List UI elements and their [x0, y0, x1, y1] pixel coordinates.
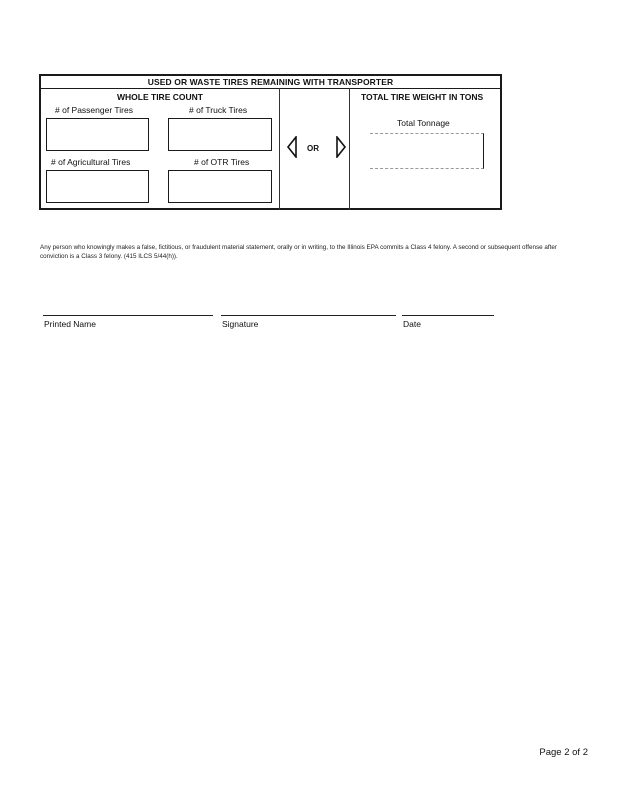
total-weight-title: TOTAL TIRE WEIGHT IN TONS — [361, 92, 484, 102]
agricultural-tires-label: # of Agricultural Tires — [51, 157, 131, 167]
divider-right — [349, 88, 350, 210]
total-tonnage-label: Total Tonnage — [397, 118, 450, 128]
legal-notice: Any person who knowingly makes a false, … — [40, 244, 557, 260]
truck-tires-label: # of Truck Tires — [189, 105, 248, 115]
printed-name-label: Printed Name — [44, 319, 96, 329]
tire-count-form: USED OR WASTE TIRES REMAINING WITH TRANS… — [39, 74, 502, 210]
agricultural-tires-field[interactable] — [46, 170, 149, 203]
total-tonnage-field[interactable] — [370, 133, 484, 169]
right-arrow-icon — [336, 136, 347, 158]
divider-left — [279, 88, 280, 210]
passenger-tires-field[interactable] — [46, 118, 149, 151]
page-number: Page 2 of 2 — [539, 747, 588, 758]
otr-tires-label: # of OTR Tires — [194, 157, 250, 167]
date-label: Date — [403, 319, 421, 329]
left-arrow-icon — [286, 136, 297, 158]
or-label: OR — [307, 144, 319, 153]
date-line[interactable] — [402, 315, 494, 316]
whole-tire-count-title: WHOLE TIRE COUNT — [117, 92, 203, 102]
signature-label: Signature — [222, 319, 259, 329]
printed-name-line[interactable] — [43, 315, 213, 316]
truck-tires-field[interactable] — [168, 118, 272, 151]
signature-line[interactable] — [221, 315, 396, 316]
otr-tires-field[interactable] — [168, 170, 272, 203]
form-header: USED OR WASTE TIRES REMAINING WITH TRANS… — [41, 76, 500, 89]
passenger-tires-label: # of Passenger Tires — [55, 105, 133, 115]
